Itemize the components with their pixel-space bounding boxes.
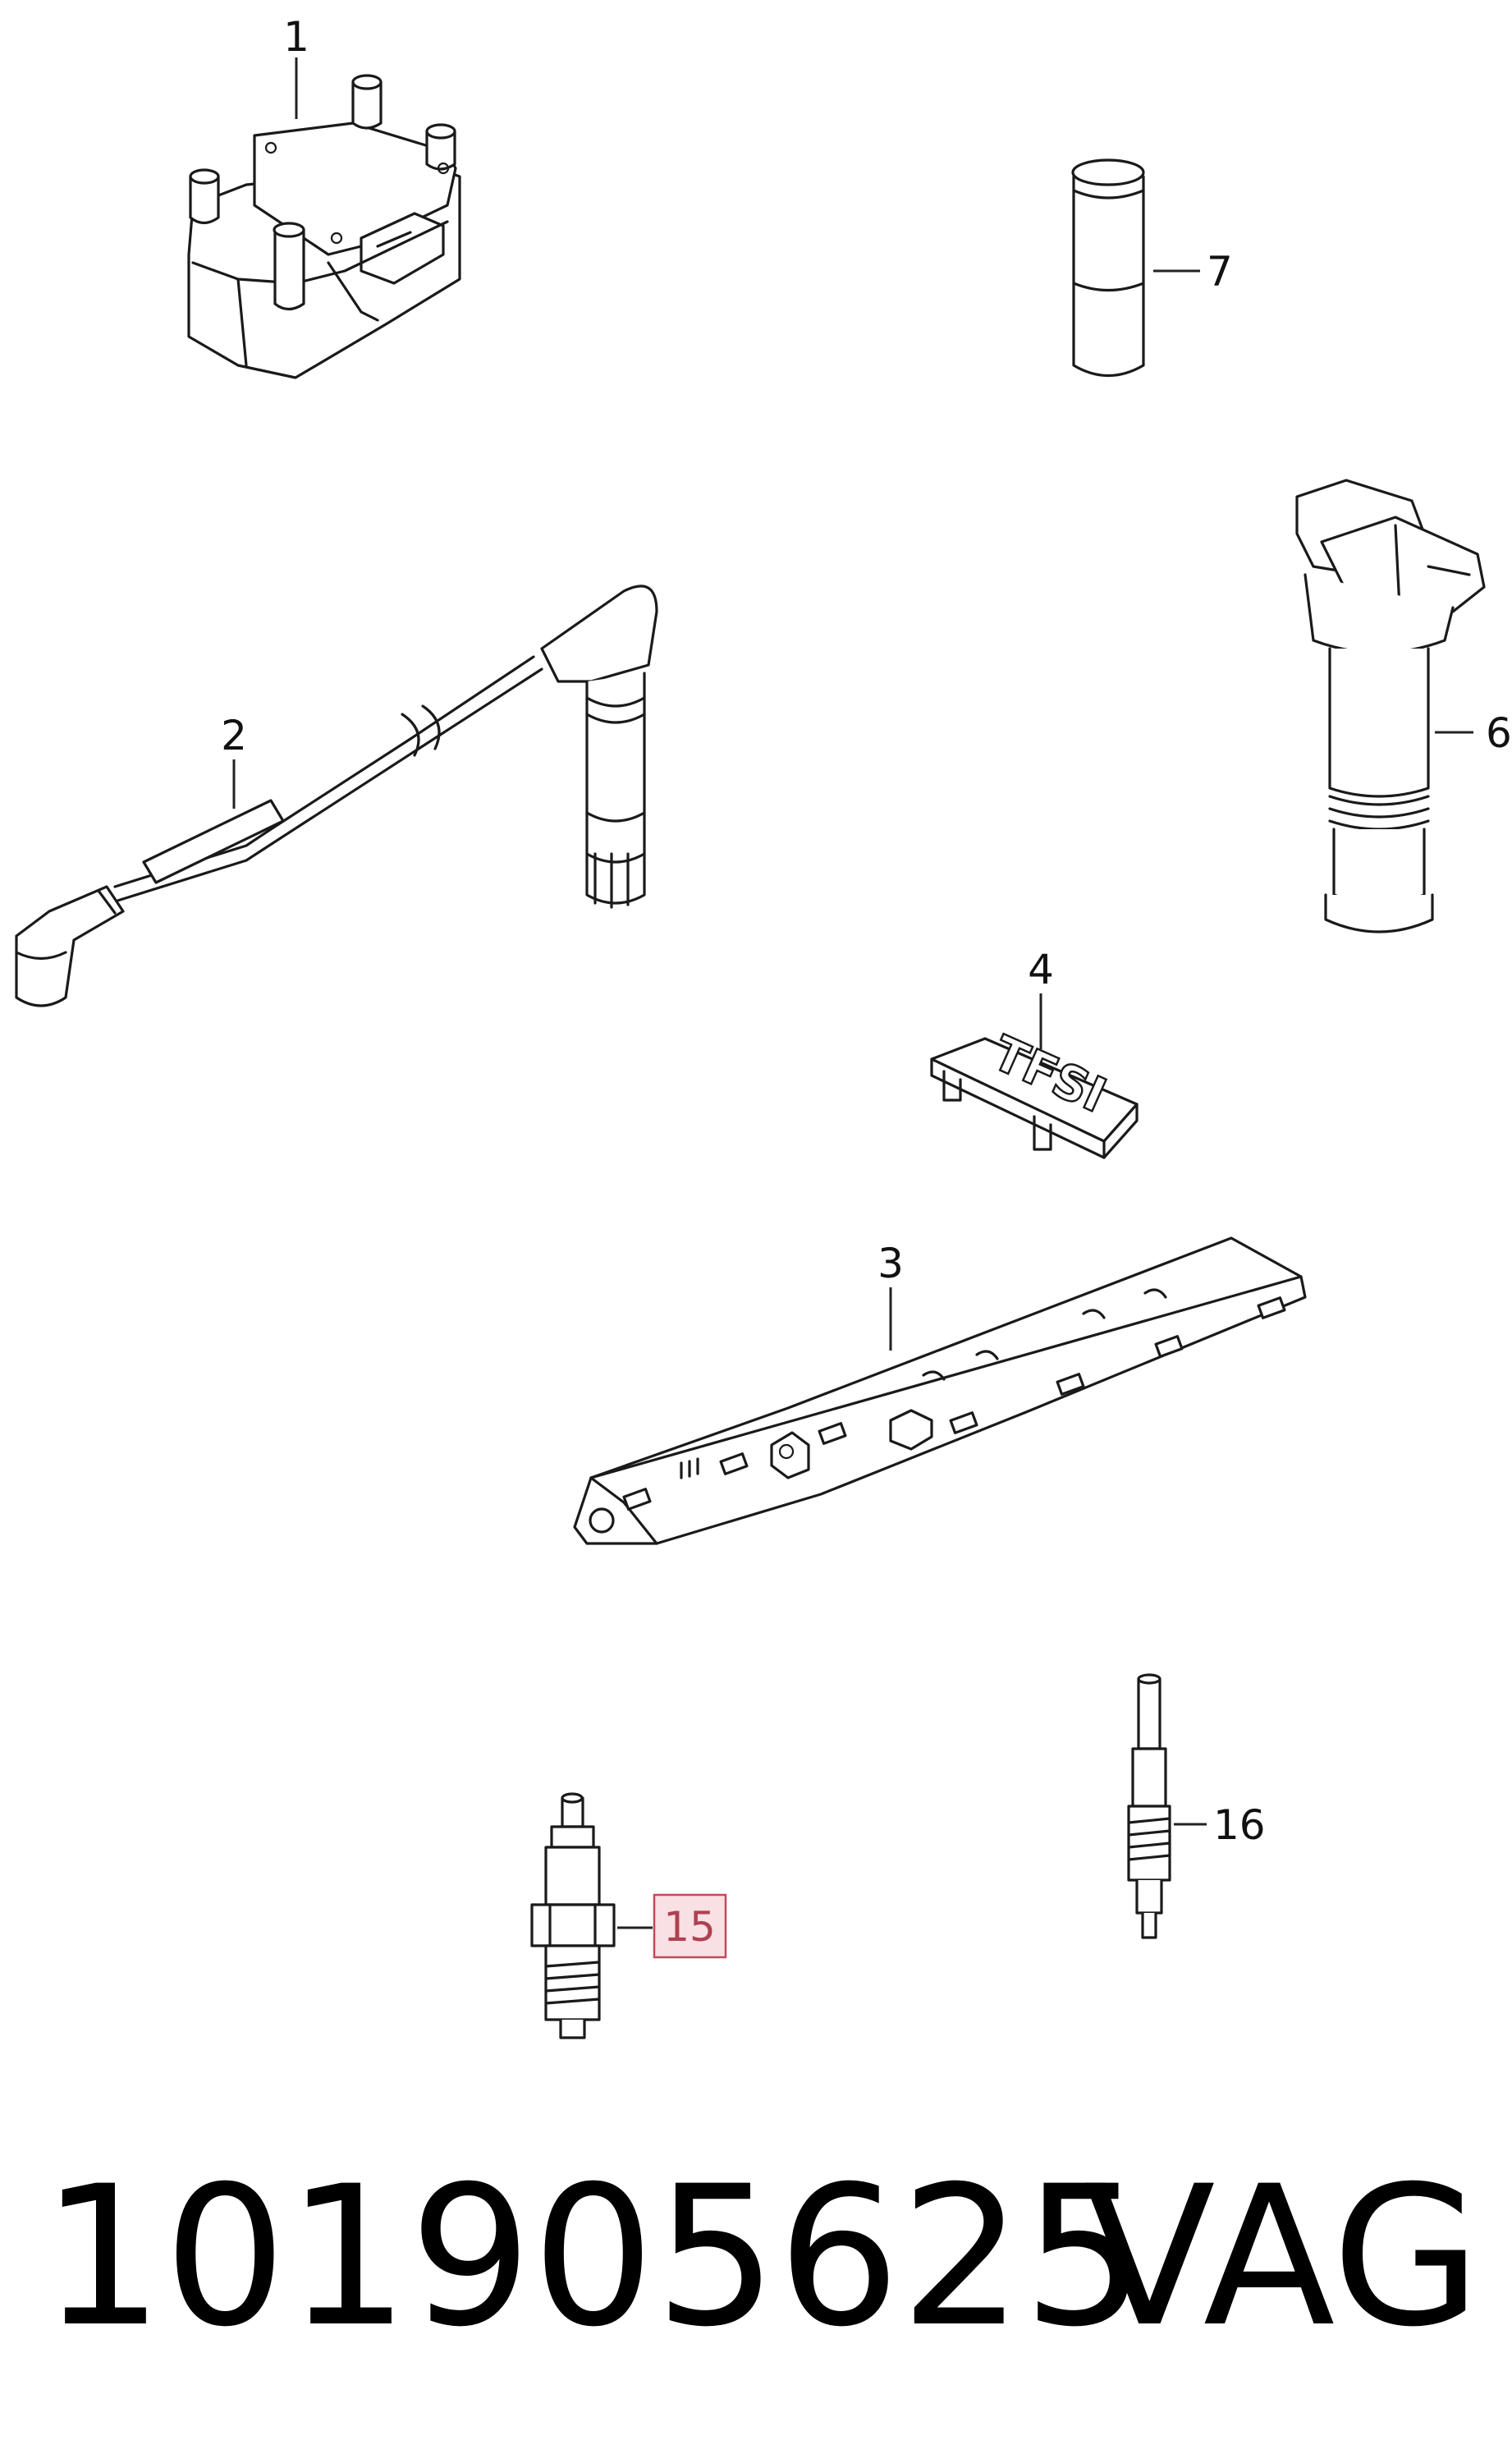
part-1-ignition-coil-pack [187, 57, 461, 379]
part-6-pencil-ignition-coil [1295, 479, 1486, 933]
part-2-ignition-lead [15, 585, 658, 1007]
diagram-canvas: TFSI [15, 13, 1512, 2039]
part-4-tfsi-emblem: TFSI [930, 993, 1139, 1159]
footer-caption: 101905625 VAG [0, 2135, 1512, 2381]
part-7-cylinder [1071, 158, 1200, 378]
callout-6: 6 [1486, 709, 1512, 757]
callout-1: 1 [283, 13, 309, 61]
callout-3: 3 [877, 1240, 904, 1287]
highlight-box [653, 1893, 727, 1959]
coil-tower [189, 168, 220, 225]
coil-tower [425, 123, 456, 171]
callout-4: 4 [1028, 946, 1054, 993]
coil-tower [273, 222, 305, 311]
brand-name: VAG [1084, 2145, 1482, 2369]
callout-16: 16 [1213, 1801, 1266, 1849]
part-number: 101905625 [41, 2145, 1146, 2369]
callout-7: 7 [1207, 248, 1233, 296]
callout-15-highlight: 15 [653, 1893, 727, 1959]
callout-2: 2 [221, 712, 247, 759]
part-15-spark-plug [530, 1792, 653, 2039]
part-16-glow-plug [1127, 1673, 1207, 1939]
coil-tower [351, 74, 383, 130]
callout-15: 15 [663, 1903, 716, 1951]
part-3-coil-rail [573, 1236, 1307, 1545]
